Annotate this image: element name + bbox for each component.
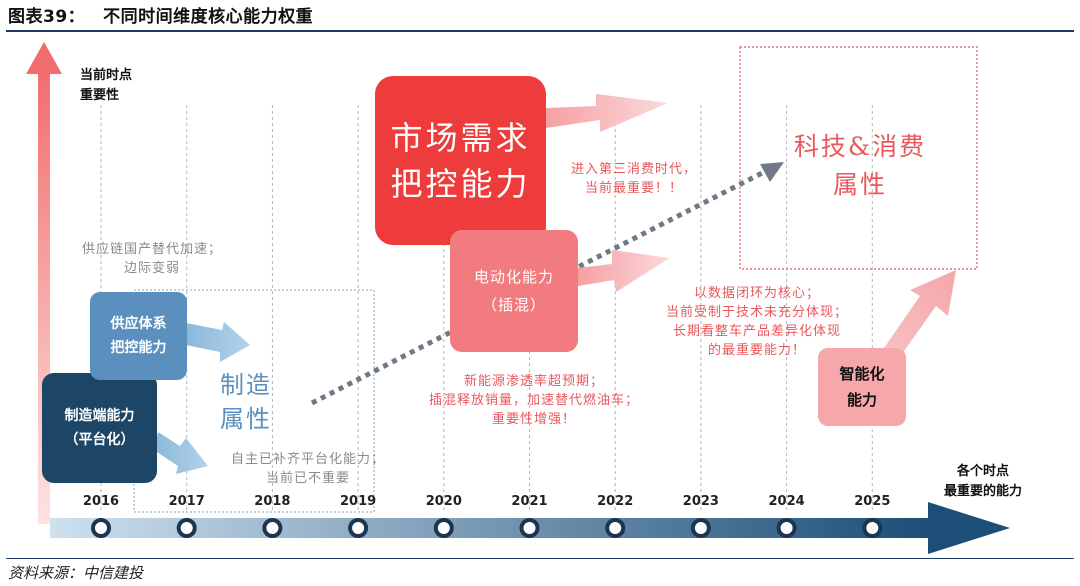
timeline-node-2023 <box>690 518 711 538</box>
market-to-tech-consumer-arrow <box>546 94 668 132</box>
timeline-node-2022 <box>605 518 626 538</box>
tech-consumer-attribute-label: 科技&消费 属性 <box>793 132 927 199</box>
source-note: 资料来源：中信建投 <box>8 564 144 582</box>
year-label-2021: 2021 <box>511 494 548 509</box>
year-label-2019: 2019 <box>340 494 377 509</box>
y-axis-label: 当前时点 重要性 <box>80 68 133 103</box>
timeline-node-2018 <box>262 518 283 538</box>
year-label-2025: 2025 <box>854 494 891 509</box>
timeline-node-2017 <box>176 518 197 538</box>
market-note: 进入第三消费时代， 当前最重要！！ <box>570 162 697 196</box>
ev-to-tech-consumer-arrow <box>578 250 670 292</box>
x-axis-label: 各个时点 最重要的能力 <box>944 464 1023 499</box>
smart-to-tech-consumer-arrow <box>884 270 956 354</box>
timeline-node-2021 <box>519 518 540 538</box>
year-label-2016: 2016 <box>82 494 120 509</box>
year-label-2017: 2017 <box>168 494 205 509</box>
platform-note: 自主已补齐平台化能力； 当前已不重要 <box>230 452 385 486</box>
smart-note: 以数据闭环为核心； 当前受制于技术未充分体现； 长期看整车产品差异化体现 的最重… <box>665 286 848 358</box>
ev-note: 新能源渗透率超预期； 插混释放销量，加速替代燃油车； 重要性增强！ <box>428 374 639 427</box>
market-capability-box: 市场需求 把控能力 <box>375 76 546 245</box>
year-label-2020: 2020 <box>425 494 462 509</box>
tech-consumer-attribute-region <box>739 46 978 270</box>
timeline-nodes <box>91 518 883 538</box>
timeline-node-2019 <box>348 518 369 538</box>
year-label-2018: 2018 <box>254 494 291 509</box>
supply-capability-box: 供应体系 把控能力 <box>90 292 187 380</box>
ev-capability-box: 电动化能力 （插混） <box>450 230 578 352</box>
timeline-node-2016 <box>91 518 111 538</box>
year-label-2023: 2023 <box>682 494 719 509</box>
bottom-rule <box>6 558 1074 559</box>
supply-note: 供应链国产替代加速； 边际变弱 <box>81 242 222 276</box>
timeline-node-2024 <box>776 518 797 538</box>
figure-title-text: 不同时间维度核心能力权重 <box>103 7 314 27</box>
figure-title: 图表39： 不同时间维度核心能力权重 <box>8 2 331 27</box>
figure-label: 图表39： <box>8 7 86 27</box>
manufacturing-capability-box: 制造端能力 （平台化） <box>42 373 157 483</box>
platform-to-note-arrow <box>154 432 208 474</box>
year-label-2024: 2024 <box>768 494 805 509</box>
manufacturing-attribute-label: 制造 属性 <box>220 371 272 433</box>
timeline-node-2025 <box>862 518 883 538</box>
timeline-node-2020 <box>433 518 454 538</box>
trend-dotted-arrow <box>310 162 784 406</box>
top-rule <box>6 30 1074 32</box>
supply-to-manufacturing-attr-arrow <box>186 322 250 362</box>
year-label-2022: 2022 <box>597 494 634 509</box>
smart-capability-box: 智能化 能力 <box>818 348 906 426</box>
